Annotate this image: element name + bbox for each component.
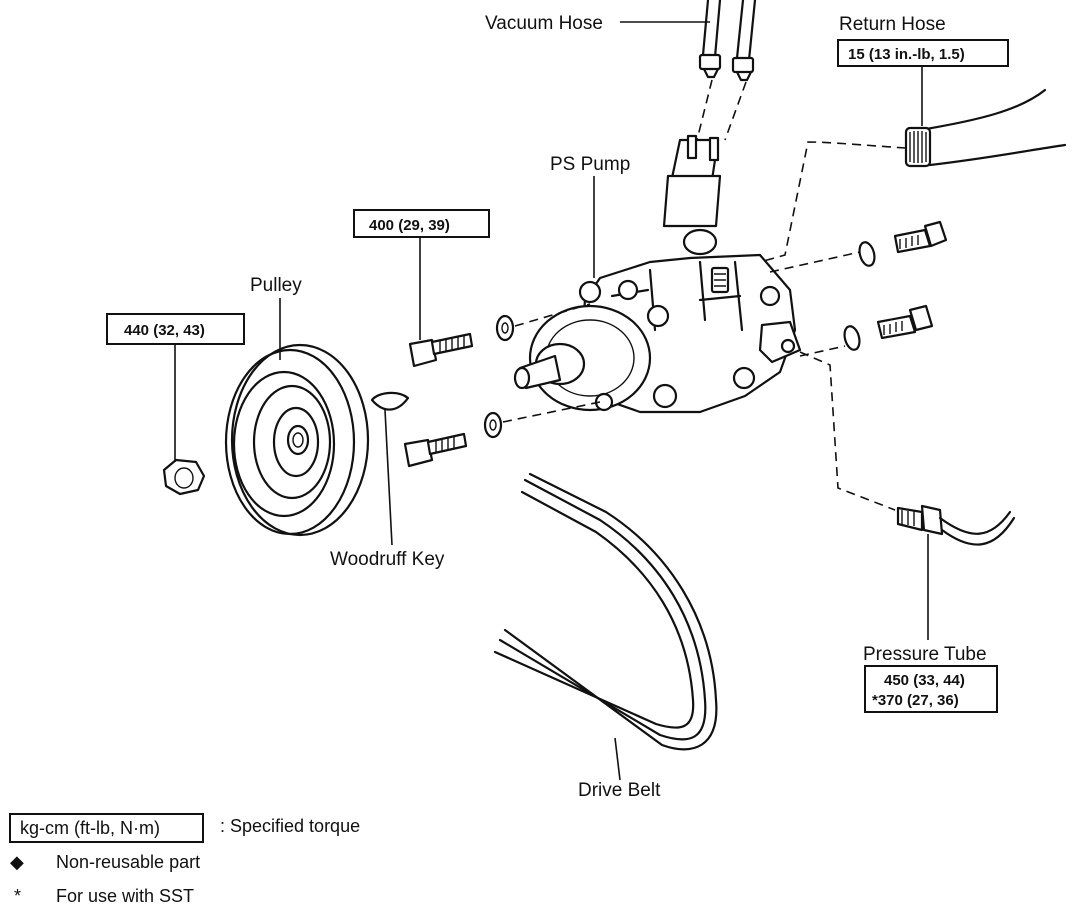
bolt-torque: 400 (29, 39) — [369, 217, 450, 234]
drive-belt-label: Drive Belt — [578, 780, 661, 801]
pressure-tube-label: Pressure Tube — [863, 644, 987, 665]
woodruff-key-label: Woodruff Key — [330, 549, 445, 570]
pulley-label: Pulley — [250, 275, 302, 296]
pulley-nut-torque-box: 440 (32, 43) — [106, 313, 245, 345]
vacuum-hose-label: Vacuum Hose — [485, 13, 603, 34]
diamond-icon: ◆ — [10, 852, 24, 872]
pressure-tube-torque: 450 (33, 44) — [884, 672, 965, 689]
pump-mount-bolts — [769, 220, 948, 357]
pressure-tube — [799, 351, 1016, 546]
legend-sst: For use with SST — [56, 886, 194, 906]
pump-front-bolts — [403, 303, 601, 468]
leader-lines — [174, 21, 929, 781]
bolt-torque-box: 400 (29, 39) — [353, 209, 490, 238]
ps-pump-label: PS Pump — [550, 154, 630, 175]
return-hose — [759, 88, 1067, 263]
woodruff-key — [370, 391, 410, 411]
pulley — [224, 343, 370, 537]
pressure-tube-torque-box: 450 (33, 44) *370 (27, 36) — [864, 665, 998, 713]
return-hose-torque: 15 (13 in.-lb, 1.5) — [848, 46, 965, 63]
return-hose-torque-box: 15 (13 in.-lb, 1.5) — [837, 39, 1009, 67]
asterisk-icon: * — [14, 886, 21, 906]
legend: kg-cm (ft-lb, N·m) : Specified torque ◆ … — [9, 813, 360, 906]
pulley-nut — [162, 458, 206, 496]
ps-pump — [513, 134, 802, 414]
legend-unit-box: kg-cm (ft-lb, N·m) — [20, 818, 160, 838]
return-hose-label: Return Hose — [839, 14, 946, 35]
pulley-nut-torque: 440 (32, 43) — [124, 322, 205, 339]
pressure-tube-torque-sst: *370 (27, 36) — [872, 692, 959, 709]
drive-belt — [493, 472, 718, 751]
legend-unit-desc: : Specified torque — [220, 816, 360, 836]
legend-non-reusable: Non-reusable part — [56, 852, 200, 872]
vacuum-hoses — [696, 0, 757, 141]
